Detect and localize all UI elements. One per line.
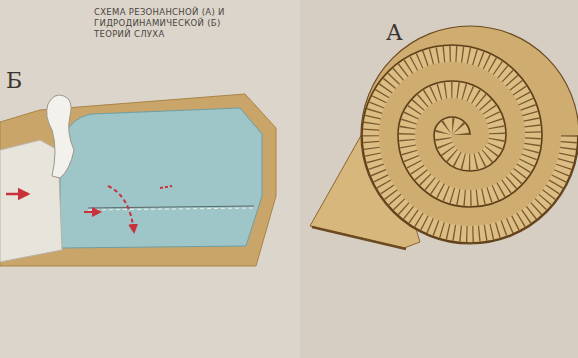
panel-letter: Б <box>6 70 22 92</box>
background-left <box>0 0 300 358</box>
cochlea-spiral <box>310 26 578 249</box>
cochlea-section <box>0 94 276 266</box>
panel-letter: А <box>386 22 403 44</box>
figure-title: СХЕМА РЕЗОНАНСНОЙ (А) И ГИДРОДИНАМИЧЕСКО… <box>94 7 226 40</box>
